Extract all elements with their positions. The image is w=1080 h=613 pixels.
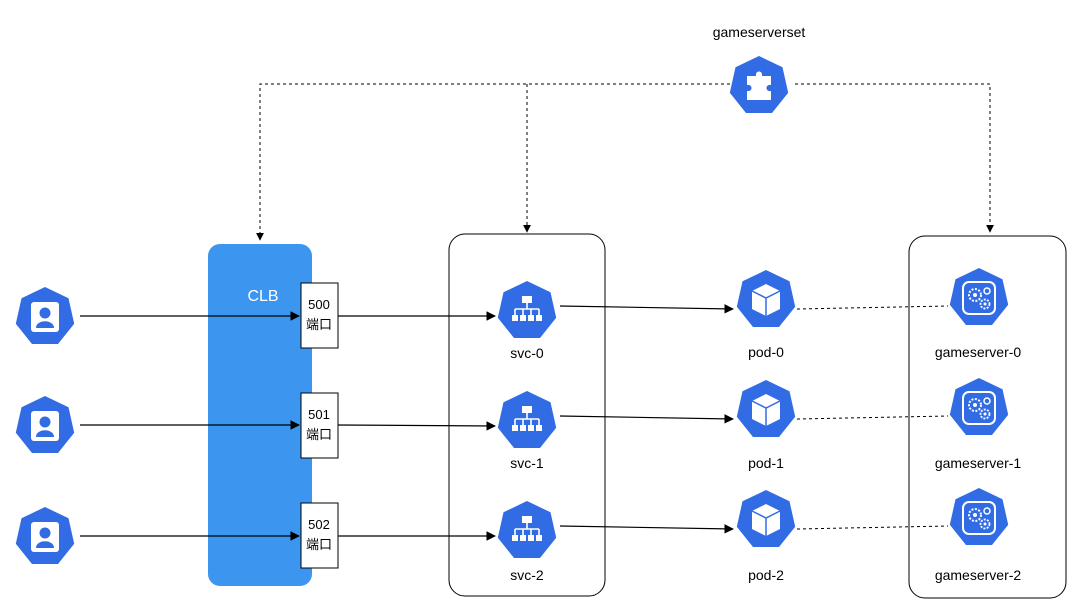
service-to-pod-arrow	[559, 414, 734, 424]
port-number: 501	[308, 407, 330, 422]
port-text: 端口	[306, 537, 332, 552]
service-label: svc-2	[510, 567, 544, 583]
clb-label: CLB	[247, 288, 278, 305]
gameservers-group	[908, 235, 1067, 599]
clb-block	[208, 244, 312, 586]
pod-label: pod-2	[748, 567, 784, 583]
gameserver-icon	[949, 488, 1009, 545]
port-number: 502	[308, 517, 330, 532]
pod-label: pod-0	[748, 344, 784, 360]
service-to-pod-arrow	[559, 524, 734, 534]
service-to-pod-arrow	[559, 304, 734, 314]
port-text: 端口	[306, 317, 332, 332]
connector-to-clb	[256, 83, 730, 241]
gameserver-icon	[949, 268, 1009, 325]
services-group	[448, 233, 606, 597]
service-label: svc-1	[510, 455, 544, 471]
gameserver-icon	[949, 378, 1009, 435]
service-icon	[497, 281, 557, 338]
gameserver-label: gameserver-1	[935, 455, 1022, 471]
gameserverset-connectors	[256, 83, 994, 241]
service-icon	[497, 391, 557, 448]
user-icon	[15, 507, 75, 564]
user-icon	[15, 287, 75, 344]
user-icon	[15, 396, 75, 453]
service-label: svc-0	[510, 345, 544, 361]
row-1: 501 端口 svc-1 pod-1 g	[15, 378, 1022, 471]
port-box	[300, 502, 339, 569]
pod-to-gameserver-link	[796, 525, 949, 530]
port-box	[300, 392, 339, 459]
gameserver-label: gameserver-2	[935, 567, 1022, 583]
row-0: 500 端口 svc-0 pod-0 g	[15, 268, 1022, 361]
pod-to-gameserver-link	[796, 305, 949, 310]
puzzle-icon	[729, 56, 789, 113]
service-icon	[497, 501, 557, 558]
port-number: 500	[308, 297, 330, 312]
gameserver-label: gameserver-0	[935, 344, 1022, 360]
port-to-service-arrow	[337, 421, 496, 431]
row-2: 502 端口 svc-2 pod-2 g	[15, 488, 1022, 583]
pod-icon	[736, 380, 796, 437]
pod-to-gameserver-link	[796, 415, 949, 420]
port-text: 端口	[306, 427, 332, 442]
port-box	[300, 282, 339, 349]
gameserverset-label: gameserverset	[713, 24, 806, 40]
pod-label: pod-1	[748, 455, 784, 471]
pod-icon	[736, 270, 796, 327]
pod-icon	[736, 490, 796, 547]
connector-to-gameservers	[795, 83, 994, 233]
